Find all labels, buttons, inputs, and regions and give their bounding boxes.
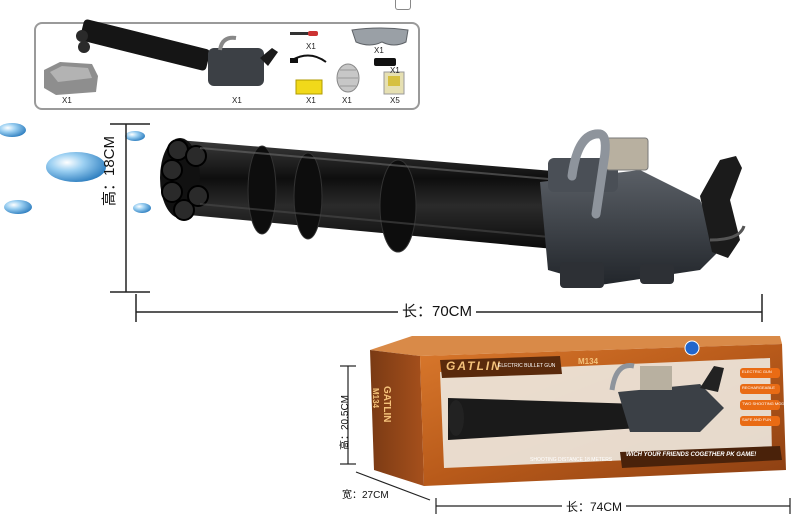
qty-goggles: X1 (374, 46, 384, 55)
box-side-model: M134 (371, 388, 380, 409)
box-width-label: 宽：27CM (342, 490, 389, 501)
water-bead-icon (0, 123, 26, 137)
box-feature-1: ELECTRIC GUN (742, 369, 772, 374)
battery-icon (295, 79, 323, 95)
grenade-container-icon (336, 63, 360, 93)
box-model: M134 (578, 357, 599, 366)
water-bead-icon (125, 131, 145, 141)
box-feature-3: TWO SHOOTING MODES (742, 401, 790, 406)
water-bead-icon (4, 200, 32, 214)
water-bead-icon (46, 152, 106, 182)
box-length-label: 长：74CM (562, 498, 627, 515)
box-height-dimension-line (340, 365, 356, 465)
goggles-icon (351, 27, 409, 46)
box-width-dimension-line (355, 471, 431, 501)
box-height-label: 高：20.5CM (340, 394, 351, 450)
qty-water-bead-bag: X5 (390, 96, 400, 105)
battery-pack-icon (374, 58, 396, 66)
corner-tab (395, 0, 411, 10)
gun-height-label: 高：18CM (101, 135, 118, 206)
usb-charger-icon (290, 54, 327, 63)
qty-water-bead-container: X1 (342, 96, 352, 105)
box-slogan: WICH YOUR FRIENDS COGETHER PK GAME! (626, 452, 757, 458)
screwdriver-icon (290, 31, 318, 36)
qty-battery: X1 (306, 96, 316, 105)
qty-backpack: X1 (62, 96, 72, 105)
box-feature-4: SAFE AND FUN (742, 417, 772, 422)
box-brand-title: GATLIN (446, 359, 502, 373)
height-dimension-line (110, 123, 150, 293)
box-side-title: GATLIN (381, 386, 392, 423)
backpack-icon (44, 62, 98, 95)
water-bead-icon (133, 203, 151, 213)
box-feature-2: RECHARGEABLE (742, 385, 775, 390)
box-subtitle: ELECTRIC BULLET GUN (498, 363, 556, 369)
water-bead-bag-icon (383, 71, 405, 95)
gatling-gun-image (160, 129, 746, 288)
product-box-image (370, 336, 786, 486)
qty-battery-pack: X1 (390, 66, 400, 75)
qty-screwdriver: X1 (306, 42, 316, 51)
gun-length-label: 长：70CM (398, 300, 477, 321)
box-range-text: SHOOTING DISTANCE 18 METERS (530, 457, 613, 463)
qty-gatling-gun: X1 (232, 96, 242, 105)
mini-gatling-icon (76, 19, 278, 86)
